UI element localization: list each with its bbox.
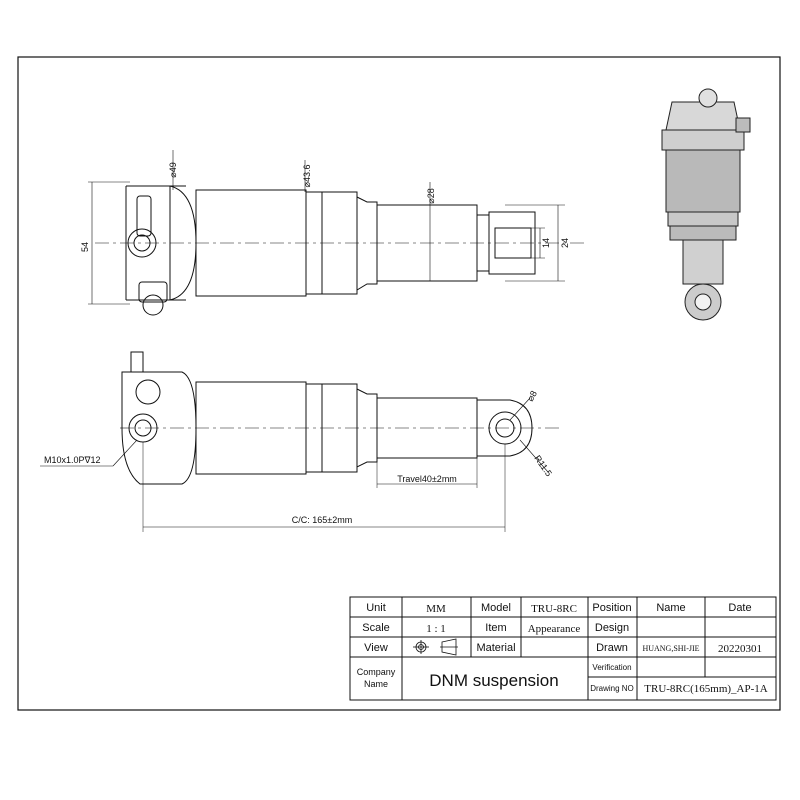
dim-54-label: 54 [80, 242, 90, 252]
dim-14-label: 14 [541, 238, 551, 248]
company-label-line-1: Company [357, 667, 396, 677]
model-label: Model [481, 602, 511, 614]
appearance-3d-preview [661, 88, 751, 321]
company-value: DNM suspension [429, 671, 558, 690]
top-end-plate [125, 185, 186, 301]
dim-8-label: ⌀8 [525, 389, 539, 403]
top-valve-cap [142, 294, 164, 316]
drawing-no-label: Drawing NO [590, 684, 634, 693]
verification-label: Verification [592, 663, 631, 672]
cc-label: C/C: 165±2mm [292, 515, 352, 525]
dim-49-label: ⌀49 [168, 162, 178, 177]
drawn-name: HUANG,SHI-JIE [642, 644, 699, 653]
unit-value: MM [426, 603, 446, 615]
scale-value: 1 : 1 [426, 623, 446, 635]
drawn-date: 20220301 [718, 643, 762, 655]
top-valve-base [138, 281, 168, 303]
unit-label: Unit [366, 602, 386, 614]
material-label: Material [476, 642, 515, 654]
side-eyelet-left-inner [134, 419, 152, 437]
view-label: View [364, 642, 388, 654]
dim-8-leader [509, 397, 531, 421]
top-bushing [494, 227, 532, 259]
side-valve-cap [135, 379, 161, 405]
top-adjuster-knob-inner [133, 234, 151, 252]
top-eyelet [488, 211, 536, 275]
top-adjuster-lever [136, 195, 152, 237]
dim-r11-5-leader [519, 439, 549, 473]
side-head [121, 371, 197, 485]
drawing-no-value: TRU-8RC(165mm)_AP-1A [644, 683, 768, 695]
side-eyelet-right [476, 399, 533, 457]
drawing-frame [17, 56, 781, 711]
dim-28-label: ⌀28 [426, 188, 436, 203]
dim-43-6-label: ⌀43.6 [302, 165, 312, 188]
position-label: Position [592, 602, 631, 614]
drawn-label: Drawn [596, 642, 628, 654]
title-block [349, 596, 777, 701]
date-label: Date [728, 602, 751, 614]
side-eyelet-bore-inner [495, 418, 515, 438]
item-value: Appearance [528, 623, 581, 635]
side-valve-stem [130, 351, 144, 373]
top-taper [356, 196, 378, 291]
name-label: Name [656, 602, 685, 614]
side-view [40, 351, 560, 532]
top-adjuster-knob [127, 228, 157, 258]
scale-label: Scale [362, 622, 390, 634]
thread-label: M10x1.0P∇12 [44, 455, 101, 465]
design-label: Design [595, 622, 629, 634]
projection-symbol-icon [413, 638, 458, 656]
dim-24-label: 24 [560, 238, 570, 248]
dim-r11-5-label: R11.5 [532, 453, 554, 478]
model-value: TRU-8RC [531, 603, 577, 615]
top-view [88, 150, 585, 316]
item-label: Item [485, 622, 506, 634]
company-label-line-2: Name [364, 679, 388, 689]
travel-label: Travel40±2mm [397, 474, 457, 484]
thread-leader [112, 439, 138, 467]
